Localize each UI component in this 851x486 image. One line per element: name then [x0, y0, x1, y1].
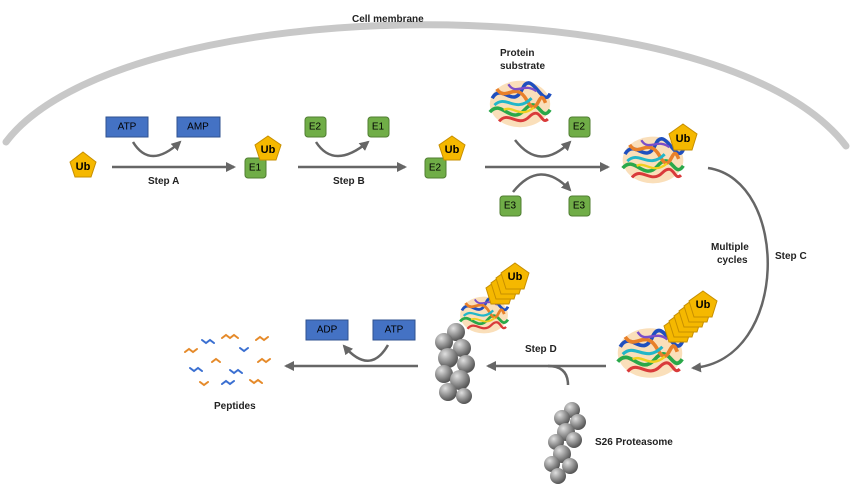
step-d-label: Step D	[525, 344, 557, 355]
ub-label: Ub	[676, 133, 691, 145]
cell-membrane	[2, 21, 850, 150]
step-c-label: Step C	[775, 251, 807, 262]
step-c-arrow	[691, 166, 769, 373]
amp-label: AMP	[187, 122, 209, 133]
e3-box-out: E3	[568, 195, 591, 217]
e3-curve	[512, 173, 572, 193]
e2-box-step-b: E2	[304, 116, 327, 138]
e1-ub-complex: E1 Ub	[244, 135, 282, 179]
e1-label: E1	[249, 163, 262, 174]
atp-label: ATP	[385, 325, 404, 336]
amp-box: AMP	[176, 116, 221, 138]
step-b-exchange-curve	[314, 140, 370, 158]
multiple-cycles-label-line1: Multiple	[711, 242, 749, 253]
polyubiquitin-chain: Ub	[663, 290, 718, 343]
e2-label: E2	[573, 122, 586, 133]
ub-label: Ub	[445, 144, 460, 156]
e2-box-released: E2	[568, 116, 591, 138]
free-proteasome	[544, 402, 586, 484]
protein-substrate-label-line1: Protein	[500, 48, 534, 59]
peptides-label: Peptides	[214, 401, 256, 412]
ub-label: Ub	[508, 271, 523, 283]
substrate-curve	[514, 139, 572, 158]
step-a-label: Step A	[148, 176, 179, 187]
ub-free: Ub	[69, 151, 97, 178]
step-a-cofactor-curve	[131, 140, 182, 158]
cell-membrane-label: Cell membrane	[352, 14, 424, 25]
atp-box-step-d: ATP	[372, 319, 416, 341]
polyubiquitin-chain-bound: Ub	[485, 262, 530, 305]
adp-box: ADP	[305, 319, 349, 341]
e3-box-in: E3	[499, 195, 522, 217]
atp-box-step-a: ATP	[105, 116, 149, 138]
proteasome-label: S26 Proteasome	[595, 437, 673, 448]
e1-label: E1	[372, 122, 385, 133]
ub-label: Ub	[261, 144, 276, 156]
step-b-label: Step B	[333, 176, 365, 187]
e1-box-step-b: E1	[367, 116, 390, 138]
atp-label: ATP	[118, 122, 137, 133]
e3-label: E3	[504, 201, 517, 212]
e3-label: E3	[573, 201, 586, 212]
e2-label: E2	[429, 163, 442, 174]
peptide-fragments	[184, 333, 271, 387]
ub-on-substrate: Ub	[668, 123, 698, 151]
protein-substrate-label-line2: substrate	[500, 61, 545, 72]
e2-label: E2	[309, 122, 322, 133]
protein-substrate-structure	[488, 79, 552, 129]
multiple-cycles-label-line2: cycles	[717, 255, 748, 266]
ub-label: Ub	[76, 161, 91, 173]
atp-hydrolysis-curve	[342, 344, 390, 362]
bound-proteasome	[435, 323, 475, 404]
ub-label: Ub	[696, 299, 711, 311]
e2-ub-complex: E2 Ub	[424, 135, 466, 179]
proteasome-join-curve	[547, 364, 570, 386]
adp-label: ADP	[317, 325, 338, 336]
